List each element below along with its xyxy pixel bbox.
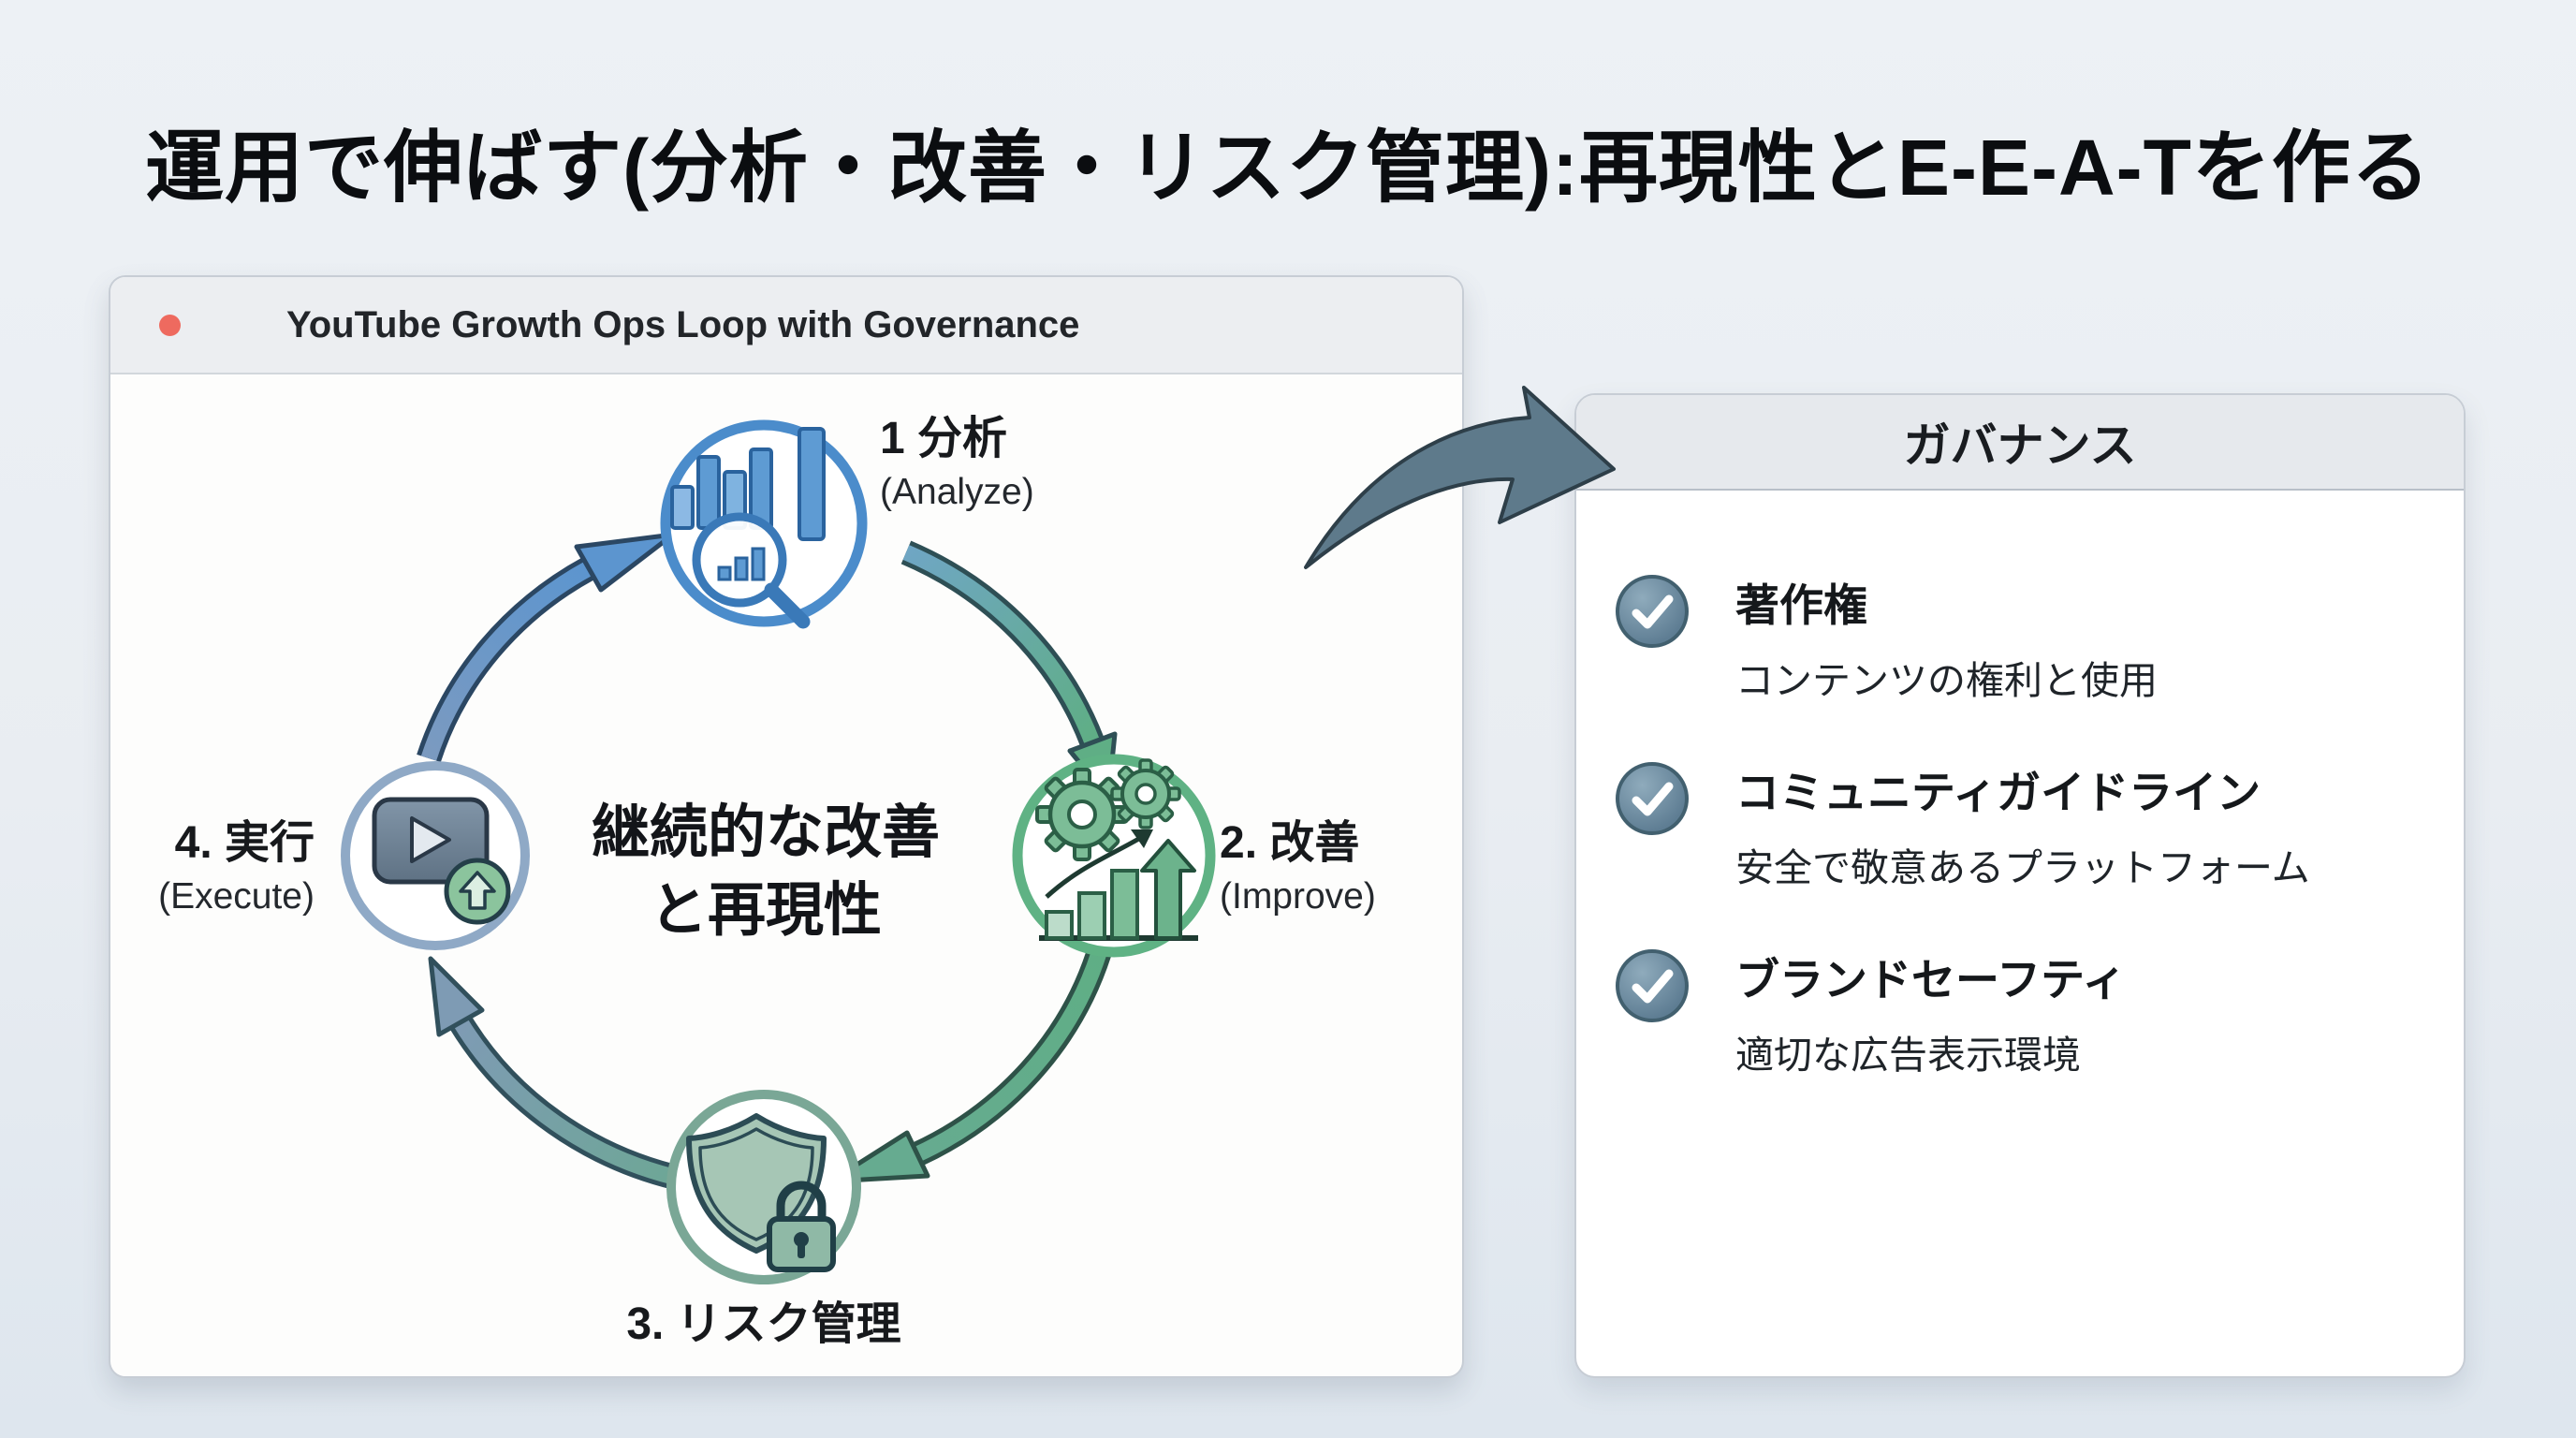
node-analyze — [660, 419, 868, 629]
node-execute — [341, 761, 530, 950]
shield-lock-icon — [686, 1113, 836, 1272]
bar-chart-magnifier-icon — [670, 427, 826, 629]
governance-panel: ガバナンス 著作権 コンテンツの権利と使用 コミュニティガイドライン 安全で敬意… — [1574, 393, 2466, 1378]
label-execute: 4. 実行 (Execute) — [158, 818, 315, 917]
label-improve: 2. 改善 (Improve) — [1220, 818, 1376, 917]
growth-ops-loop-diagram — [341, 419, 1216, 1284]
loop-diagram-canvas: 1 分析 (Analyze) 2. 改善 (Improve) 4. 実行 (Ex… — [110, 376, 1458, 1372]
node-risk — [666, 1090, 861, 1284]
window-title: YouTube Growth Ops Loop with Governance — [286, 303, 1080, 345]
window-titlebar: YouTube Growth Ops Loop with Governance — [110, 277, 1462, 374]
page-title: 運用で伸ばす(分析・改善・リスク管理):再現性とE-E-A-Tを作る — [145, 124, 2431, 212]
video-upload-icon — [372, 797, 511, 925]
loop-center-label: 継続的な改善 と再現性 — [591, 800, 940, 944]
check-icon — [1616, 575, 1689, 648]
gears-growth-chart-icon — [1035, 758, 1198, 941]
traffic-light-close-icon[interactable] — [159, 314, 181, 336]
check-icon — [1616, 762, 1689, 835]
governance-header: ガバナンス — [1576, 395, 2464, 491]
governance-title: ガバナンス — [1903, 419, 2137, 472]
arc-execute-to-analyze — [417, 532, 676, 763]
traffic-light-zoom-icon[interactable] — [230, 315, 252, 336]
loop-window: YouTube Growth Ops Loop with Governance — [109, 275, 1464, 1378]
label-risk: 3. リスク管理 — [626, 1299, 901, 1349]
node-improve — [1012, 754, 1216, 958]
check-icon — [1616, 949, 1689, 1022]
arc-improve-to-risk — [827, 948, 1111, 1184]
label-analyze: 1 分析 (Analyze) — [880, 414, 1034, 513]
arc-risk-to-execute — [428, 956, 688, 1193]
traffic-light-minimize-icon[interactable] — [195, 315, 216, 336]
